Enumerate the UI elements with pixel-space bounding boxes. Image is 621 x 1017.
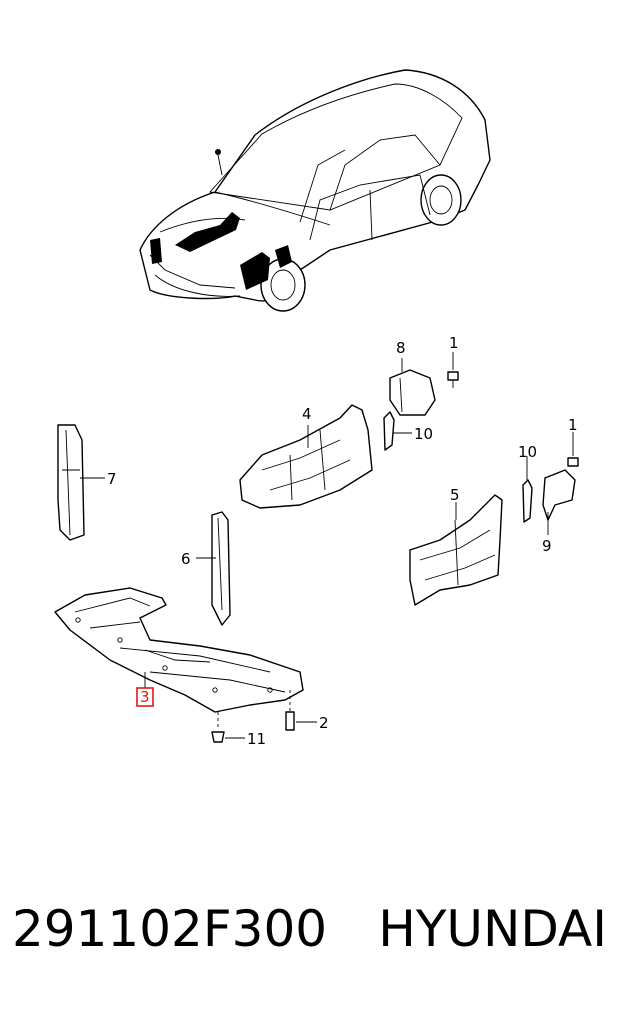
parts-diagram: 7 6 4 8 1 10: [54, 69, 579, 748]
part-8-bracket: 8: [389, 339, 436, 416]
callout-10-lower: 10: [518, 443, 537, 461]
brand-label: HYUNDAI: [378, 900, 607, 958]
callout-1-upper: 1: [449, 334, 459, 352]
callout-3-highlight-box: [136, 687, 154, 707]
part-3-under-cover: 3: [54, 587, 304, 713]
callout-3: 3: [140, 688, 150, 706]
part-7-bracket: 7: [57, 424, 117, 541]
callout-8: 8: [396, 339, 406, 357]
callout-10-upper: 10: [414, 425, 433, 443]
part-9-bracket: 9: [542, 469, 576, 555]
part-number-label: 291102F300: [12, 900, 328, 958]
callout-9: 9: [542, 537, 552, 555]
part-1-bolt-upper: 1: [447, 334, 459, 388]
part-1-bolt-lower: 1: [567, 416, 579, 467]
part-11-clip: 11: [211, 712, 266, 748]
part-4-shield: 4: [239, 404, 373, 509]
part-2-bolt: 2: [285, 690, 329, 732]
part-10-clip-upper: 10: [383, 411, 433, 451]
part-10-clip-lower: 10: [518, 443, 537, 523]
callout-11: 11: [247, 730, 266, 748]
callout-5: 5: [450, 486, 460, 504]
footer: 291102F300 HYUNDAI: [0, 900, 621, 980]
callout-6: 6: [181, 550, 191, 568]
callout-2: 2: [319, 714, 329, 732]
part-6-bracket: 6: [181, 511, 231, 626]
callout-1-lower: 1: [568, 416, 578, 434]
callout-4: 4: [302, 405, 312, 423]
callout-7: 7: [107, 470, 117, 488]
part-5-shield: 5: [409, 486, 503, 606]
car-illustration: [139, 69, 491, 312]
